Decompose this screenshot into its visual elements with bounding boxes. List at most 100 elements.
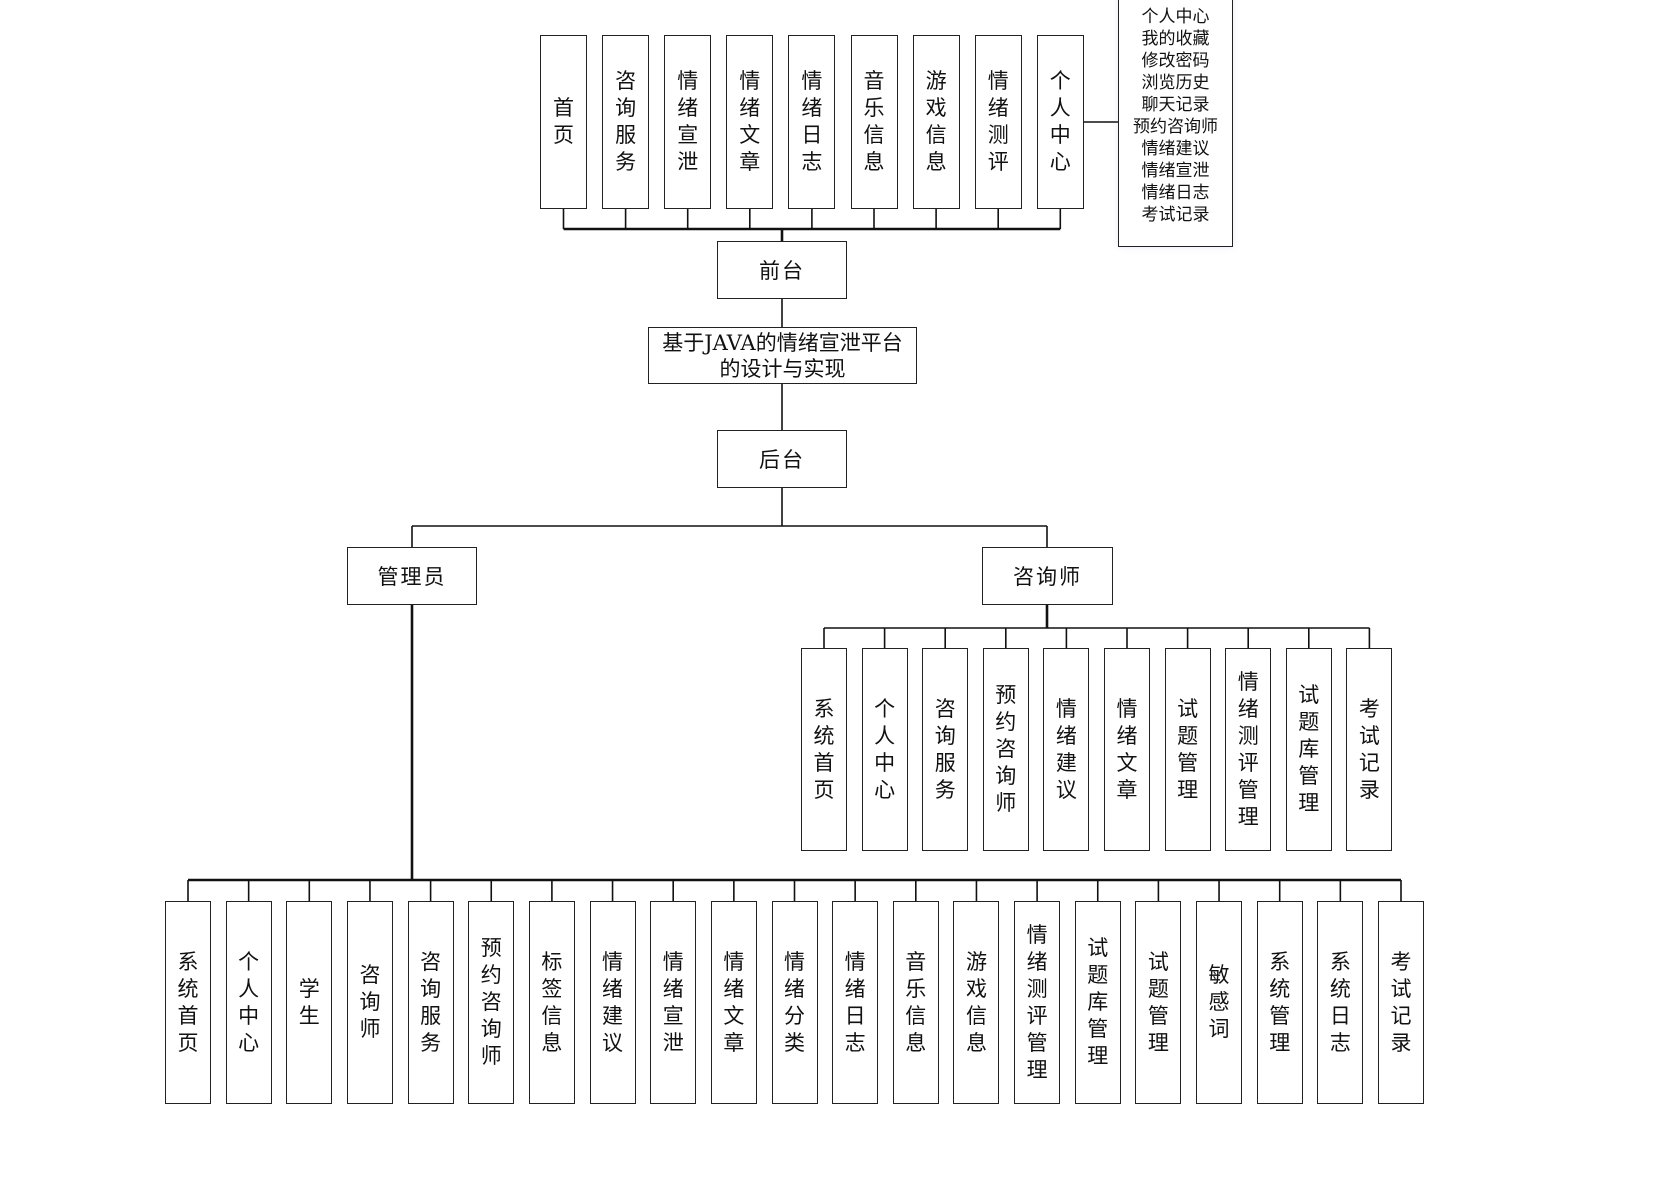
frontend-module: 游戏信息 bbox=[912, 35, 960, 209]
counselor-module: 情绪测评管理 bbox=[1225, 648, 1272, 851]
module-label: 情绪建议 bbox=[602, 949, 624, 1055]
admin-module: 情绪测评管理 bbox=[1014, 901, 1061, 1104]
counselor-role-label: 咨询师 bbox=[1013, 565, 1082, 589]
submenu-item: 浏览历史 bbox=[1141, 73, 1210, 93]
counselor-module: 系统首页 bbox=[801, 648, 847, 851]
submenu-item: 修改密码 bbox=[1141, 51, 1210, 71]
counselor-module: 试题库管理 bbox=[1285, 648, 1332, 851]
module-label: 情绪宣泄 bbox=[677, 69, 699, 174]
module-label: 预约咨询师 bbox=[480, 936, 502, 1068]
frontend-node: 前台 bbox=[717, 241, 847, 299]
counselor-module: 试题管理 bbox=[1164, 648, 1211, 851]
backend-node: 后台 bbox=[717, 430, 847, 488]
module-label: 游戏信息 bbox=[925, 69, 947, 174]
submenu-item: 我的收藏 bbox=[1141, 29, 1210, 49]
module-label: 情绪文章 bbox=[1116, 696, 1138, 802]
module-label: 考试记录 bbox=[1390, 949, 1412, 1055]
module-label: 情绪宣泄 bbox=[662, 949, 684, 1055]
module-label: 试题管理 bbox=[1177, 696, 1199, 802]
admin-module: 敏感词 bbox=[1196, 901, 1243, 1104]
submenu-item: 聊天记录 bbox=[1141, 95, 1210, 115]
admin-module: 情绪分类 bbox=[771, 901, 818, 1104]
module-label: 预约咨询师 bbox=[995, 683, 1017, 815]
counselor-module: 考试记录 bbox=[1346, 648, 1393, 851]
module-label: 情绪文章 bbox=[723, 949, 745, 1055]
admin-module: 系统管理 bbox=[1256, 901, 1303, 1104]
module-label: 情绪测评管理 bbox=[1237, 669, 1259, 829]
admin-module: 情绪宣泄 bbox=[650, 901, 697, 1104]
module-label: 标签信息 bbox=[541, 949, 563, 1055]
admin-module: 情绪建议 bbox=[589, 901, 636, 1104]
module-label: 试题库管理 bbox=[1087, 936, 1109, 1068]
module-label: 咨询服务 bbox=[934, 696, 956, 802]
frontend-module: 情绪文章 bbox=[726, 35, 774, 209]
module-label: 试题管理 bbox=[1147, 949, 1169, 1055]
frontend-module: 音乐信息 bbox=[850, 35, 898, 209]
module-label: 咨询服务 bbox=[420, 949, 442, 1055]
admin-module: 标签信息 bbox=[528, 901, 575, 1104]
frontend-module: 咨询服务 bbox=[602, 35, 650, 209]
module-label: 情绪分类 bbox=[784, 949, 805, 1055]
submenu-item: 个人中心 bbox=[1141, 7, 1210, 27]
module-label: 系统管理 bbox=[1269, 949, 1291, 1055]
module-label: 系统首页 bbox=[813, 696, 835, 802]
admin-role-node: 管理员 bbox=[347, 547, 477, 605]
submenu-item: 考试记录 bbox=[1141, 205, 1210, 225]
module-label: 个人中心 bbox=[238, 949, 260, 1055]
admin-module: 个人中心 bbox=[225, 901, 272, 1104]
module-label: 敏感词 bbox=[1208, 963, 1230, 1041]
module-label: 情绪建议 bbox=[1055, 696, 1077, 802]
submenu-item: 预约咨询师 bbox=[1133, 117, 1218, 137]
submenu-item: 情绪宣泄 bbox=[1141, 161, 1210, 181]
submenu-item: 情绪日志 bbox=[1141, 183, 1210, 203]
frontend-label: 前台 bbox=[759, 259, 805, 283]
frontend-module: 情绪日志 bbox=[788, 35, 836, 209]
root-title-line-1: 基于JAVA的情绪宣泄平台 bbox=[662, 330, 903, 355]
module-label: 咨询服务 bbox=[615, 69, 637, 174]
counselor-module: 情绪建议 bbox=[1043, 648, 1090, 851]
module-label: 情绪测评管理 bbox=[1026, 922, 1048, 1082]
module-label: 学生 bbox=[298, 976, 320, 1028]
admin-module: 情绪文章 bbox=[710, 901, 757, 1104]
admin-module: 咨询服务 bbox=[407, 901, 454, 1104]
module-label: 系统首页 bbox=[177, 949, 199, 1055]
admin-module: 情绪日志 bbox=[832, 901, 879, 1104]
admin-module: 咨询师 bbox=[346, 901, 393, 1104]
module-label: 音乐信息 bbox=[863, 69, 885, 174]
module-label: 音乐信息 bbox=[905, 949, 927, 1055]
admin-module: 系统日志 bbox=[1317, 901, 1364, 1104]
counselor-module: 情绪文章 bbox=[1104, 648, 1150, 851]
counselor-module: 咨询服务 bbox=[922, 648, 969, 851]
counselor-role-node: 咨询师 bbox=[982, 547, 1113, 605]
personal-center-submenu: 个人中心我的收藏修改密码浏览历史聊天记录预约咨询师情绪建议情绪宣泄情绪日志考试记… bbox=[1118, 0, 1233, 247]
module-label: 情绪测评 bbox=[987, 69, 1009, 174]
frontend-module: 情绪测评 bbox=[974, 35, 1022, 209]
admin-module: 试题管理 bbox=[1135, 901, 1182, 1104]
admin-module: 预约咨询师 bbox=[468, 901, 515, 1104]
module-label: 咨询师 bbox=[359, 963, 381, 1041]
module-label: 个人中心 bbox=[1049, 69, 1071, 174]
admin-module: 系统首页 bbox=[165, 901, 211, 1104]
module-label: 游戏信息 bbox=[965, 949, 987, 1055]
admin-module: 试题库管理 bbox=[1074, 901, 1121, 1104]
module-label: 系统日志 bbox=[1329, 949, 1351, 1055]
module-label: 首页 bbox=[553, 96, 574, 147]
root-node: 基于JAVA的情绪宣泄平台 的设计与实现 bbox=[648, 327, 917, 384]
submenu-item: 情绪建议 bbox=[1141, 139, 1210, 159]
admin-module: 游戏信息 bbox=[953, 901, 1000, 1104]
admin-module: 学生 bbox=[286, 901, 333, 1104]
frontend-module: 情绪宣泄 bbox=[664, 35, 712, 209]
module-label: 情绪文章 bbox=[739, 69, 761, 174]
frontend-module: 个人中心 bbox=[1036, 35, 1084, 209]
admin-role-label: 管理员 bbox=[377, 565, 447, 589]
module-label: 个人中心 bbox=[874, 696, 896, 802]
counselor-module: 预约咨询师 bbox=[982, 648, 1029, 851]
frontend-module: 首页 bbox=[540, 35, 587, 209]
module-label: 情绪日志 bbox=[801, 69, 823, 174]
admin-module: 考试记录 bbox=[1378, 901, 1424, 1104]
counselor-module: 个人中心 bbox=[861, 648, 908, 851]
root-title-line-2: 的设计与实现 bbox=[719, 356, 846, 381]
module-label: 试题库管理 bbox=[1298, 683, 1320, 815]
